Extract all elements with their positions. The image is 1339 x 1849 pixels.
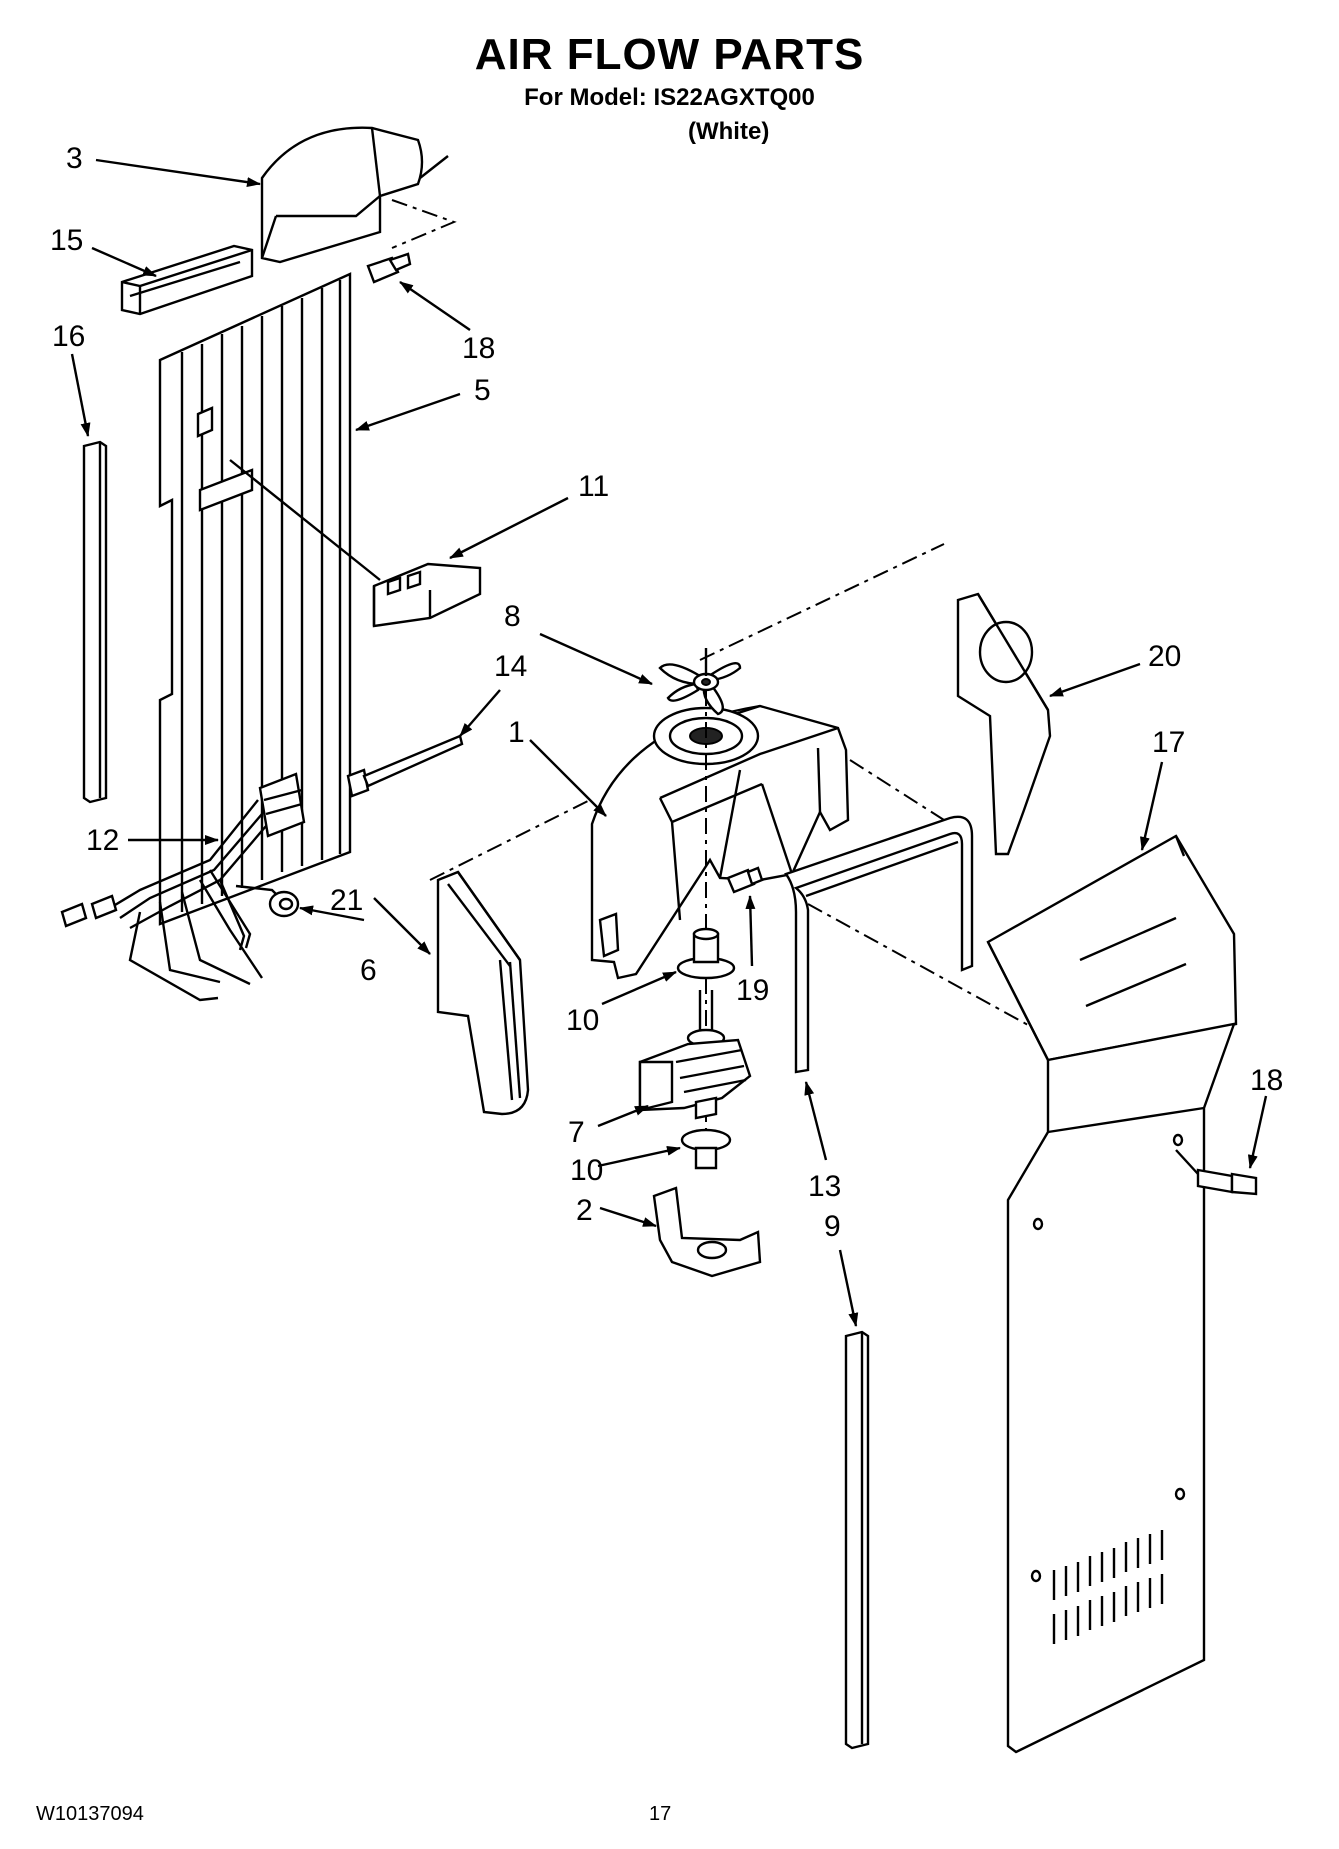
callout-16: 16 [52,320,85,353]
callout-18-top: 18 [462,332,495,365]
part-9-seal-strip [844,1330,870,1750]
callout-12: 12 [86,824,119,857]
part-10-bushing-upper [676,927,736,980]
part-5-evaporator-grille [158,272,352,926]
callout-19: 19 [736,974,769,1007]
leader-arrows [70,158,1268,1327]
callout-10-lower: 10 [570,1154,603,1187]
part-6-grommet [268,890,300,918]
part-1-fan-housing [590,704,850,980]
part-10-bushing-lower [680,1128,732,1170]
callout-13: 13 [808,1170,841,1203]
part-18-screw-top [366,252,412,284]
page-title: AIR FLOW PARTS [474,30,865,79]
part-20-air-baffle [956,592,1052,856]
part-17-rear-duct-panel [986,834,1238,1754]
part-3-air-duct-cover [260,126,449,264]
part-16-seal-strip [82,440,108,804]
callout-labels: 3 15 16 18 5 11 8 14 1 20 17 12 21 6 10 … [50,142,1283,1243]
part-19-screw [726,866,764,894]
part-11-clip [372,562,482,628]
callout-3: 3 [66,142,83,175]
callout-20: 20 [1148,640,1181,673]
callout-10-upper: 10 [566,1004,599,1037]
callout-14: 14 [494,650,527,683]
callout-9: 9 [824,1210,841,1243]
callout-11: 11 [578,470,609,503]
document-number: W10137094 [36,1803,144,1825]
part-13-u-gasket [784,815,974,1074]
callout-7: 7 [568,1116,585,1149]
color-note: (White) [688,118,770,145]
part-14-cable-tie [346,734,464,798]
part-18-screw-lower [1175,1149,1258,1196]
page-number: 17 [649,1803,672,1825]
part-2-motor-bracket [652,1186,762,1278]
callout-2: 2 [576,1194,593,1227]
callout-21: 21 [330,884,363,917]
callout-5: 5 [474,374,491,407]
callout-17: 17 [1152,726,1185,759]
callout-8: 8 [504,600,521,633]
model-line: For Model: IS22AGXTQ00 [524,84,815,111]
part-21-side-gasket [436,870,530,1116]
part-7-fan-motor [638,990,752,1120]
callout-18-right: 18 [1250,1064,1283,1097]
callout-6: 6 [360,954,377,987]
part-8-fan-blade [658,648,742,716]
callout-1: 1 [508,716,525,749]
part-15-light-bar [120,244,254,316]
part-12-wire-harness [60,772,306,1002]
vent-slots [1052,1530,1164,1644]
callout-15: 15 [50,224,83,257]
